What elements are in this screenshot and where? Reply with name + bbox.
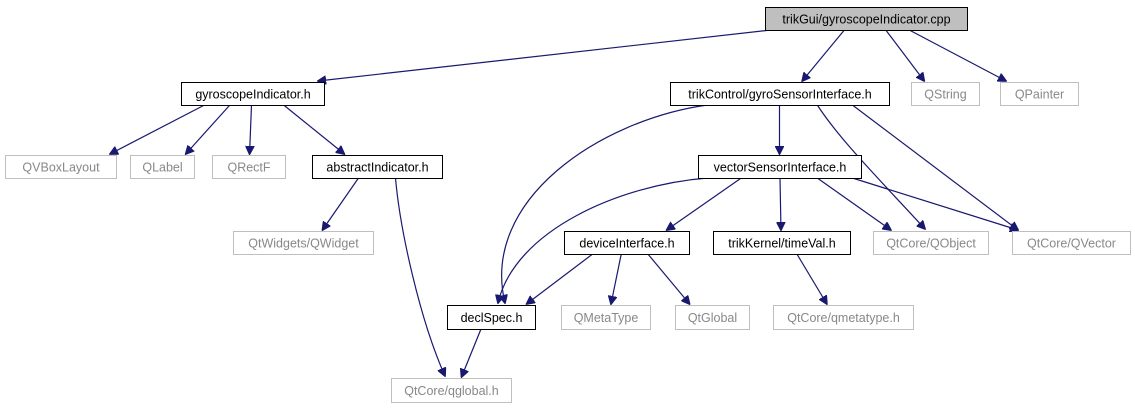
node-box bbox=[312, 155, 443, 179]
node-qtwidgets-qwidget: QtWidgets/QWidget bbox=[233, 231, 374, 255]
edge-vecSens-to-timeVal bbox=[780, 177, 781, 230]
edges-layer bbox=[110, 29, 1018, 377]
node-box bbox=[713, 231, 851, 255]
node-label: QString bbox=[924, 88, 966, 102]
node-label: QPainter bbox=[1015, 88, 1064, 102]
node-label: deviceInterface.h bbox=[579, 237, 674, 251]
node-box bbox=[1000, 82, 1079, 106]
node-qmetatype: QMetaType bbox=[561, 305, 651, 330]
node-label: QtCore/QObject bbox=[886, 237, 976, 251]
node-qtcore-qobject: QtCore/QObject bbox=[873, 231, 989, 255]
edge-declSpec-to-qglobalh bbox=[462, 328, 482, 377]
node-qtcore-qglobal-h: QtCore/qglobal.h bbox=[391, 378, 512, 403]
node-label: QtCore/QVector bbox=[1027, 237, 1116, 251]
node-box bbox=[233, 231, 374, 255]
edge-vecSens-to-qvector bbox=[852, 177, 1018, 230]
node-qtcore-qvector: QtCore/QVector bbox=[1012, 231, 1131, 255]
node-box bbox=[773, 305, 914, 330]
node-box bbox=[561, 305, 651, 330]
node-label: QVBoxLayout bbox=[22, 161, 100, 175]
edge-root-to-gyroSens bbox=[802, 29, 845, 81]
node-trikgui-gyroscopeindicator-cpp[interactable]: trikGui/gyroscopeIndicator.cpp bbox=[765, 7, 968, 31]
node-box bbox=[765, 7, 968, 31]
node-box bbox=[212, 155, 286, 179]
edge-root-to-gyroH bbox=[318, 29, 772, 81]
node-qvboxlayout: QVBoxLayout bbox=[5, 155, 117, 179]
node-trikcontrol-gyrosensorinterface-h[interactable]: trikControl/gyroSensorInterface.h bbox=[670, 82, 890, 106]
edge-gyroSens-to-qobject bbox=[816, 104, 925, 229]
node-label: QLabel bbox=[142, 161, 182, 175]
node-label: vectorSensorInterface.h bbox=[714, 161, 847, 175]
node-label: QtCore/qmetatype.h bbox=[787, 311, 900, 325]
edge-gyroH-to-absInd bbox=[283, 104, 345, 154]
edge-root-to-qpainter bbox=[908, 29, 1006, 81]
node-label: QRectF bbox=[227, 161, 270, 175]
node-label: declSpec.h bbox=[461, 311, 523, 325]
node-deviceinterface-h[interactable]: deviceInterface.h bbox=[564, 231, 690, 255]
node-trikkernel-timeval-h[interactable]: trikKernel/timeVal.h bbox=[713, 231, 851, 255]
edge-devIface-to-qmetatype bbox=[611, 253, 622, 304]
node-label: QtGlobal bbox=[688, 311, 737, 325]
node-box bbox=[670, 82, 890, 106]
edge-vecSens-to-devIface bbox=[667, 177, 742, 230]
node-box bbox=[873, 231, 989, 255]
node-qpainter: QPainter bbox=[1000, 82, 1079, 106]
edge-gyroSens-to-qvector bbox=[852, 104, 1018, 230]
node-qstring: QString bbox=[911, 82, 980, 106]
node-box bbox=[1012, 231, 1131, 255]
node-abstractindicator-h[interactable]: abstractIndicator.h bbox=[312, 155, 443, 179]
edge-gyroSens-to-declSpec bbox=[502, 104, 708, 303]
node-box bbox=[675, 305, 750, 330]
node-box bbox=[130, 155, 195, 179]
edge-gyroH-to-qlabel bbox=[186, 104, 231, 154]
node-label: QtCore/qglobal.h bbox=[404, 384, 499, 398]
node-qtcore-qmetatype-h: QtCore/qmetatype.h bbox=[773, 305, 914, 330]
node-label: gyroscopeIndicator.h bbox=[195, 88, 310, 102]
node-qtglobal: QtGlobal bbox=[675, 305, 750, 330]
edge-vecSens-to-declSpec bbox=[498, 177, 708, 303]
node-box bbox=[564, 231, 690, 255]
node-box bbox=[5, 155, 117, 179]
node-declspec-h[interactable]: declSpec.h bbox=[447, 305, 536, 330]
node-gyroscopeindicator-h[interactable]: gyroscopeIndicator.h bbox=[181, 82, 325, 106]
node-label: trikControl/gyroSensorInterface.h bbox=[688, 88, 871, 102]
edge-timeVal-to-qmetah bbox=[796, 253, 827, 304]
node-box bbox=[181, 82, 325, 106]
edge-absInd-to-qwidget bbox=[322, 177, 359, 230]
node-label: QtWidgets/QWidget bbox=[248, 237, 359, 251]
node-box bbox=[698, 155, 862, 179]
node-box bbox=[911, 82, 980, 106]
node-label: abstractIndicator.h bbox=[326, 161, 428, 175]
node-qlabel: QLabel bbox=[130, 155, 195, 179]
node-label: trikGui/gyroscopeIndicator.cpp bbox=[782, 13, 950, 27]
node-label: QMetaType bbox=[574, 311, 639, 325]
node-box bbox=[391, 378, 512, 403]
node-box bbox=[447, 305, 536, 330]
edge-vecSens-to-qobject bbox=[816, 177, 891, 230]
edge-root-to-qstring bbox=[885, 29, 925, 81]
edge-devIface-to-qglobalN bbox=[647, 253, 690, 304]
node-qrectf: QRectF bbox=[212, 155, 286, 179]
node-label: trikKernel/timeVal.h bbox=[728, 237, 835, 251]
edge-gyroH-to-qvbox bbox=[110, 104, 205, 154]
node-vectorsensorinterface-h[interactable]: vectorSensorInterface.h bbox=[698, 155, 862, 179]
edge-absInd-to-qglobalh bbox=[394, 177, 446, 376]
edge-gyroH-to-qrectf bbox=[250, 104, 252, 154]
edge-devIface-to-declSpec bbox=[527, 253, 593, 304]
nodes-layer: trikGui/gyroscopeIndicator.cpp gyroscopeI… bbox=[5, 7, 1131, 403]
